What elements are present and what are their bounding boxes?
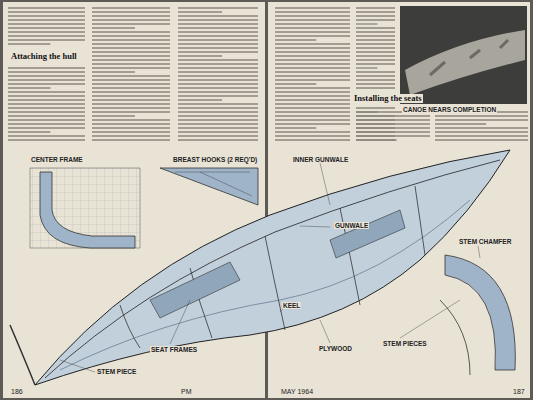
seat [150, 262, 240, 318]
part-label: GUNWALE [334, 222, 369, 229]
part-label: KEEL [282, 302, 301, 309]
page-folio: 187 [512, 388, 526, 396]
left-page [3, 2, 265, 398]
hull-ribs [120, 186, 425, 348]
section-heading: Installing the seats [353, 94, 423, 103]
page-folio: MAY 1964 [280, 388, 314, 396]
stem [10, 325, 35, 385]
canoe-hull [35, 150, 510, 385]
stem-piece [445, 255, 515, 370]
part-label: STEM PIECE [96, 368, 137, 375]
part-label: CANOE NEARS COMPLETION [402, 106, 497, 113]
section-heading: Attaching the hull [10, 52, 78, 61]
breast-hook [160, 168, 258, 205]
photo-canoe [405, 30, 525, 95]
part-label: INNER GUNWALE [292, 156, 349, 163]
part-label: STEM PIECES [382, 340, 428, 347]
part-label: PLYWOOD [318, 345, 353, 352]
part-label: STEM CHAMFER [458, 238, 512, 245]
part-label: SEAT FRAMES [150, 346, 198, 353]
part-label: CENTER FRAME [30, 156, 84, 163]
seat [330, 210, 405, 258]
page-folio: 186 [10, 388, 24, 396]
page-folio: PM [180, 388, 193, 396]
center-frame [40, 172, 135, 248]
photo [400, 6, 527, 104]
part-label: BREAST HOOKS (2 REQ'D) [172, 156, 258, 163]
